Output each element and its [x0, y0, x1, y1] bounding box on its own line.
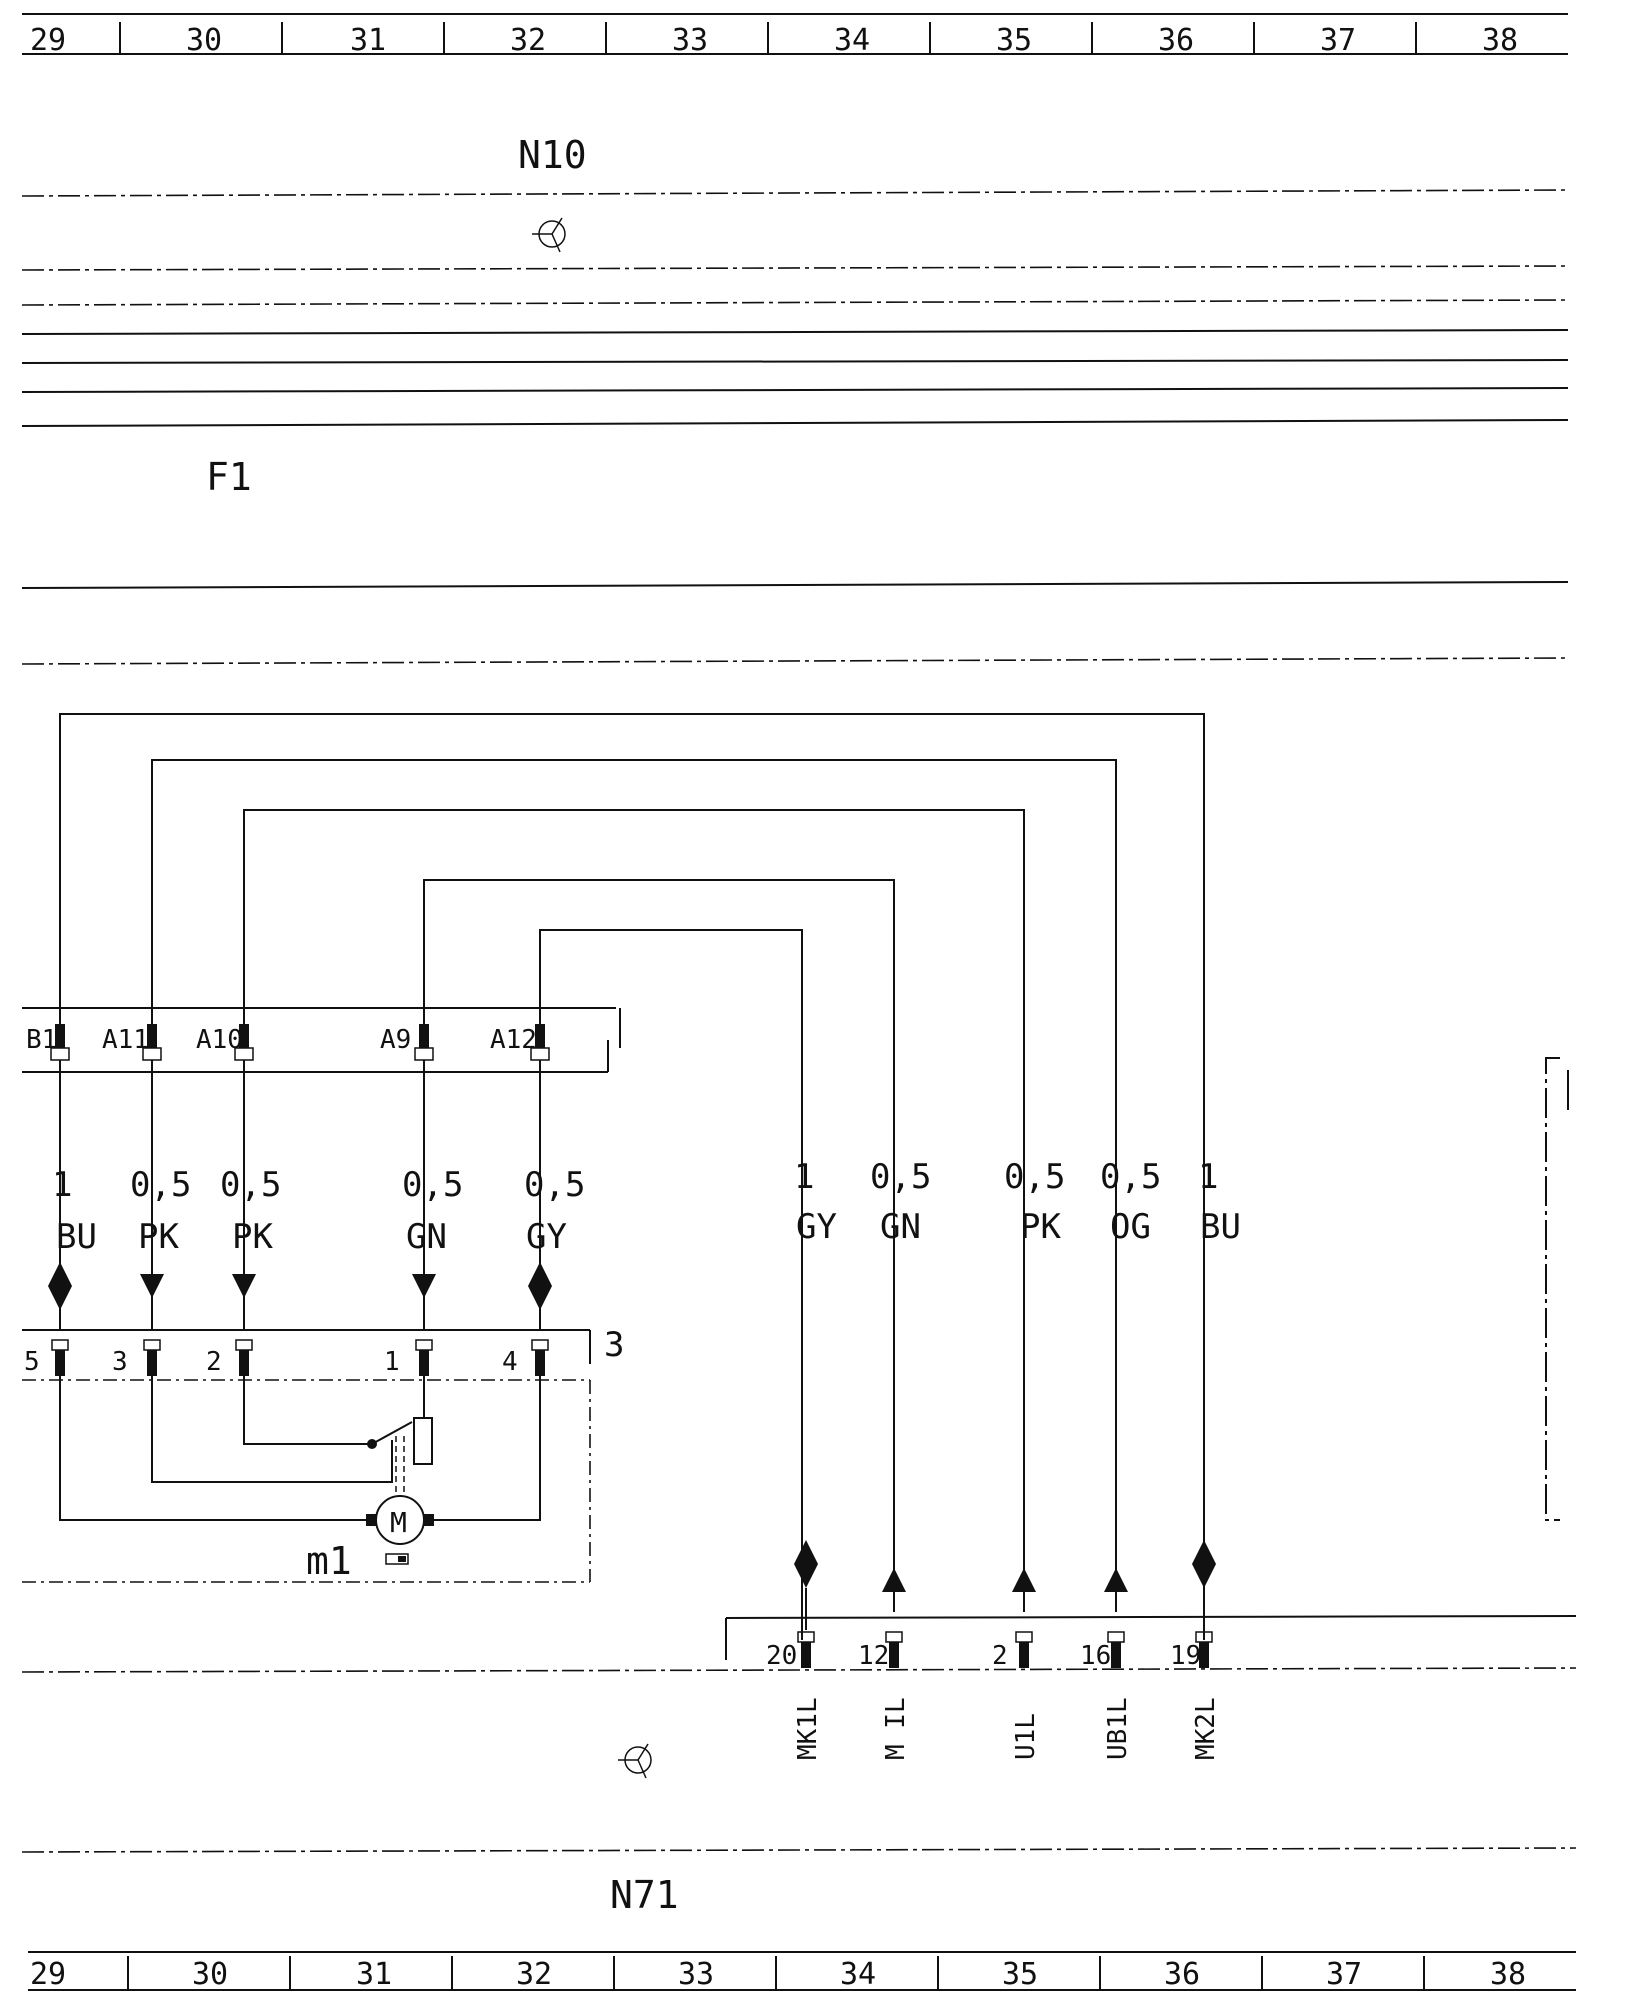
- bottom-grid-33: 33: [678, 1957, 714, 1992]
- right-wires: 1 GY 0,5 GN 0,5 PK 0,5 OG 1 BU: [794, 1157, 1241, 1592]
- m1-pin: 3: [112, 1347, 128, 1377]
- n71-pin: 12: [858, 1641, 889, 1671]
- bottom-grid: 29 30 31 32 33 34 35 36 37 38: [28, 1951, 1576, 1992]
- bidirectional-arrow-icon: [794, 1564, 818, 1588]
- motor-label: M: [390, 1506, 407, 1539]
- wire-color: PK: [138, 1217, 179, 1257]
- bidirectional-arrow-icon: [48, 1262, 72, 1286]
- n71-lower-line: [21, 1847, 1577, 1853]
- wire-color: OG: [1110, 1207, 1151, 1247]
- n71-signal: UB1L: [1103, 1697, 1133, 1760]
- top-grid-29: 29: [30, 23, 66, 58]
- wire-size: 1: [794, 1157, 814, 1197]
- wire-size: 0,5: [402, 1165, 463, 1205]
- top-grid-35: 35: [996, 23, 1032, 58]
- n71-signal: MK2L: [1191, 1697, 1221, 1760]
- bottom-grid-32: 32: [516, 1957, 552, 1992]
- bidirectional-arrow-icon: [48, 1286, 72, 1310]
- m1-connector: 3 5 3 2 1 4 M: [22, 1325, 624, 1583]
- arrow-up-icon: [1104, 1568, 1128, 1592]
- wire-color: PK: [232, 1217, 273, 1257]
- top-grid: 29 30 31 32 33 34 35 36 37 38: [22, 13, 1568, 58]
- label-n71: N71: [610, 1873, 679, 1917]
- wire-size: 0,5: [1004, 1157, 1065, 1197]
- wire-color: GN: [406, 1217, 447, 1257]
- upper-bus-lines: [21, 189, 1569, 665]
- arrow-up-icon: [882, 1568, 906, 1592]
- upper-connector: B1 A11 A10 A9 A12: [22, 1007, 621, 1073]
- top-grid-32: 32: [510, 23, 546, 58]
- wire-size: 0,5: [130, 1165, 191, 1205]
- connector-number: 3: [604, 1325, 624, 1365]
- label-f1: F1: [206, 455, 252, 499]
- bottom-grid-36: 36: [1164, 1957, 1200, 1992]
- bottom-grid-31: 31: [356, 1957, 392, 1992]
- n71-pin: 20: [766, 1641, 797, 1671]
- wire-color: GN: [880, 1207, 921, 1247]
- wire-size: 1: [1198, 1157, 1218, 1197]
- wire-size: 0,5: [524, 1165, 585, 1205]
- wire-size: 0,5: [870, 1157, 931, 1197]
- wire-size: 1: [52, 1165, 72, 1205]
- label-n10: N10: [518, 133, 587, 177]
- m1-pin: 2: [206, 1347, 222, 1377]
- arrow-down-icon: [412, 1274, 436, 1298]
- top-grid-37: 37: [1320, 23, 1356, 58]
- arrow-up-icon: [1012, 1568, 1036, 1592]
- bidirectional-arrow-icon: [1192, 1540, 1216, 1564]
- n71-pin: 2: [992, 1641, 1008, 1671]
- wire-size: 0,5: [220, 1165, 281, 1205]
- n71-pin: 19: [1170, 1641, 1201, 1671]
- earth-symbol-icon: [618, 1743, 652, 1779]
- bidirectional-arrow-icon: [1192, 1564, 1216, 1588]
- wire-color: BU: [56, 1217, 97, 1257]
- m1-pin: 1: [384, 1347, 400, 1377]
- wire-size: 0,5: [1100, 1157, 1161, 1197]
- wire-color: PK: [1020, 1207, 1061, 1247]
- n71-signal: MK1L: [793, 1697, 823, 1760]
- bottom-grid-38: 38: [1490, 1957, 1526, 1992]
- label-m1: m1: [306, 1539, 352, 1583]
- bottom-grid-35: 35: [1002, 1957, 1038, 1992]
- bottom-grid-34: 34: [840, 1957, 876, 1992]
- earth-symbol-icon: [532, 217, 566, 253]
- top-grid-33: 33: [672, 23, 708, 58]
- top-grid-34: 34: [834, 23, 870, 58]
- pin-a11: A11: [102, 1025, 149, 1055]
- top-grid-30: 30: [186, 23, 222, 58]
- pin-a12: A12: [490, 1025, 537, 1055]
- bottom-grid-30: 30: [192, 1957, 228, 1992]
- m1-pin: 5: [24, 1347, 40, 1377]
- wire-color: GY: [796, 1207, 837, 1247]
- n71-pin: 16: [1080, 1641, 1111, 1671]
- left-wires: 1 BU 0,5 PK 0,5 PK 0,5 GN 0,5 GY: [48, 1060, 585, 1330]
- top-grid-31: 31: [350, 23, 386, 58]
- n71-signal: U1L: [1011, 1713, 1041, 1760]
- n71-connector: 20 12 2 16 19 MK1L M IL U1L UB1L MK2L: [21, 1588, 1577, 1760]
- pin-a9: A9: [380, 1025, 411, 1055]
- bottom-grid-29: 29: [30, 1957, 66, 1992]
- bidirectional-arrow-icon: [528, 1286, 552, 1310]
- pin-b1: B1: [26, 1025, 57, 1055]
- arrow-down-icon: [232, 1274, 256, 1298]
- bidirectional-arrow-icon: [794, 1540, 818, 1564]
- partial-component-box: [1545, 1057, 1569, 1521]
- top-grid-38: 38: [1482, 23, 1518, 58]
- arrow-down-icon: [140, 1274, 164, 1298]
- m1-pin: 4: [502, 1347, 518, 1377]
- wire-routes: [59, 713, 1205, 1640]
- bidirectional-arrow-icon: [528, 1262, 552, 1286]
- motor-icon: M: [366, 1495, 434, 1565]
- bottom-grid-37: 37: [1326, 1957, 1362, 1992]
- n71-signal: M IL: [881, 1697, 911, 1760]
- top-grid-36: 36: [1158, 23, 1194, 58]
- wire-color: GY: [526, 1217, 567, 1257]
- pin-a10: A10: [196, 1025, 243, 1055]
- wire-color: BU: [1200, 1207, 1241, 1247]
